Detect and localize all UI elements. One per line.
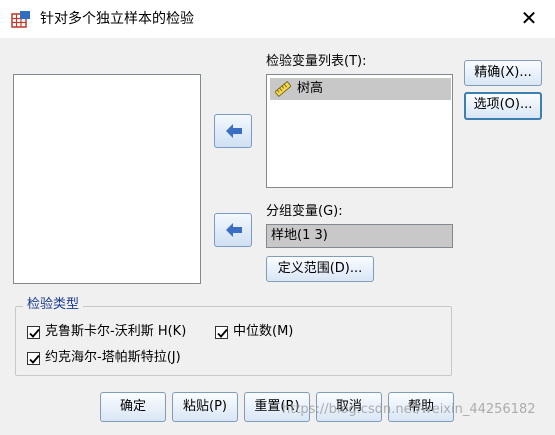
jonckheere-terpstra-checkbox[interactable]: [27, 352, 40, 365]
test-type-legend: 检验类型: [23, 297, 84, 313]
checkmark-icon: [217, 328, 228, 338]
grouping-variable-field[interactable]: 样地(1 3): [266, 224, 453, 248]
ruler-icon: [275, 81, 291, 97]
app-grid-icon: [11, 10, 31, 28]
arrow-left-icon: [226, 223, 242, 237]
source-variable-list[interactable]: [13, 74, 201, 284]
window-title: 针对多个独立样本的检验: [40, 11, 194, 27]
paste-button[interactable]: 粘贴(P): [172, 392, 238, 422]
title-bar: [0, 0, 555, 38]
options-button[interactable]: 选项(O)...: [464, 92, 542, 120]
grouping-variable-label: 分组变量(G):: [266, 204, 343, 219]
ok-button[interactable]: 确定: [100, 392, 166, 422]
move-to-grouping-button[interactable]: [214, 213, 252, 247]
checkmark-icon: [29, 328, 40, 338]
list-item[interactable]: 树高: [270, 78, 451, 100]
checkmark-icon: [29, 354, 40, 364]
list-item-label: 树高: [297, 81, 324, 96]
test-type-groupbox: [15, 306, 452, 376]
move-to-test-list-button[interactable]: [214, 114, 252, 148]
kruskal-wallis-checkbox[interactable]: [27, 326, 40, 339]
define-range-button[interactable]: 定义范围(D)...: [266, 256, 374, 282]
median-label: 中位数(M): [233, 324, 294, 339]
arrow-left-icon: [226, 124, 242, 138]
exact-button[interactable]: 精确(X)...: [464, 60, 542, 86]
reset-button[interactable]: 重置(R): [244, 392, 310, 422]
kruskal-wallis-label: 克鲁斯卡尔-沃利斯 H(K): [45, 324, 187, 339]
cancel-button[interactable]: 取消: [316, 392, 382, 422]
test-variable-list-label: 检验变量列表(T):: [266, 54, 367, 69]
close-icon[interactable]: ✕: [520, 6, 538, 30]
jonckheere-terpstra-label: 约克海尔-塔帕斯特拉(J): [45, 350, 181, 365]
help-button[interactable]: 帮助: [388, 392, 454, 422]
watermark-text: https://blog.csdn.net/weixin_44256182: [282, 402, 536, 417]
median-checkbox[interactable]: [215, 326, 228, 339]
test-variable-list[interactable]: 树高: [266, 74, 453, 188]
